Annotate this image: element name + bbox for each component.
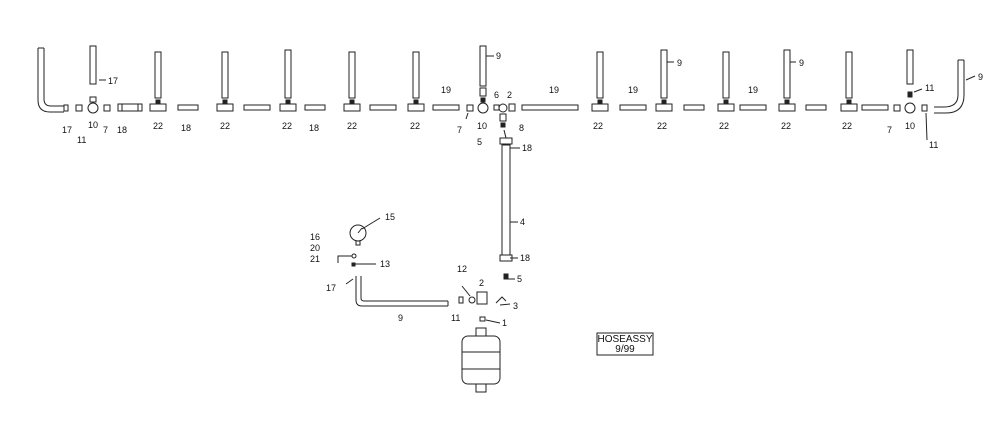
nozzle-body-group-1 xyxy=(149,51,167,112)
callout-7: 7 xyxy=(103,125,108,135)
callout-21: 21 xyxy=(310,254,320,264)
callout-9: 9 xyxy=(978,72,983,82)
callout-2: 2 xyxy=(507,90,512,100)
callout-22: 22 xyxy=(282,121,292,131)
callout-19: 19 xyxy=(748,85,758,95)
callout-19: 19 xyxy=(549,85,559,95)
pump-fittings xyxy=(458,291,507,322)
right-end-hose xyxy=(934,59,965,114)
callout-20: 20 xyxy=(310,243,320,253)
callout-22: 22 xyxy=(781,121,791,131)
nozzle-body-group-4 xyxy=(343,51,361,112)
callout-18: 18 xyxy=(117,125,127,135)
nozzle-body-group-3 xyxy=(279,49,297,112)
tank xyxy=(461,327,501,393)
callout-12: 12 xyxy=(457,264,467,274)
callout-17: 17 xyxy=(108,76,118,86)
callout-2: 2 xyxy=(479,278,484,288)
callout-7: 7 xyxy=(457,125,462,135)
nozzle-body-group-8 xyxy=(717,51,735,112)
callout-5: 5 xyxy=(477,137,482,147)
hose-segment-19-a xyxy=(432,104,460,111)
callout-11: 11 xyxy=(925,83,934,93)
stamp-line-1: HOSEASSY xyxy=(597,334,652,345)
nozzle-body-group-10 xyxy=(840,51,858,112)
callout-22: 22 xyxy=(842,121,852,131)
callout-10: 10 xyxy=(905,121,915,131)
supply-hose-9 xyxy=(355,276,449,307)
callout-1: 1 xyxy=(502,318,507,328)
callout-18: 18 xyxy=(181,123,191,133)
hose-segment-a xyxy=(243,104,271,111)
nozzle-body-group-7 xyxy=(655,49,673,112)
callout-11: 11 xyxy=(929,140,938,150)
callout-18: 18 xyxy=(522,143,532,153)
callout-16: 16 xyxy=(310,232,320,242)
stamp-line-2: 9/99 xyxy=(615,344,635,355)
callout-18: 18 xyxy=(520,253,530,263)
hose-segment-19-d xyxy=(739,104,767,111)
callout-22: 22 xyxy=(657,121,667,131)
callout-9: 9 xyxy=(677,58,682,68)
callout-5: 5 xyxy=(517,274,522,284)
hose-segment-b xyxy=(369,104,397,111)
callout-17: 17 xyxy=(62,125,72,135)
callout-9: 9 xyxy=(799,58,804,68)
pressure-gauge xyxy=(337,224,367,267)
callout-19: 19 xyxy=(441,85,451,95)
callout-19: 19 xyxy=(628,85,638,95)
center-left-fittings xyxy=(466,45,516,128)
hose-segment-19-b xyxy=(521,104,579,111)
callout-22: 22 xyxy=(153,121,163,131)
hose-segment-c xyxy=(683,104,705,111)
callout-10: 10 xyxy=(477,121,487,131)
hose-segment-18-a xyxy=(177,104,199,111)
leader-lines xyxy=(99,55,976,324)
callout-3: 3 xyxy=(513,301,518,311)
hose-segment-18-b xyxy=(304,104,326,111)
drawing-stamp: HOSEASSY 9/99 xyxy=(596,332,654,356)
callout-9: 9 xyxy=(496,51,501,61)
callout-11: 11 xyxy=(451,313,460,323)
callouts: 17 17 11 10 7 18 22 18 22 22 18 22 22 19… xyxy=(62,51,983,328)
callout-8: 8 xyxy=(519,123,524,133)
callout-22: 22 xyxy=(410,121,420,131)
callout-22: 22 xyxy=(719,121,729,131)
nozzle-body-group-6 xyxy=(591,51,609,112)
center-hose-4 xyxy=(499,137,513,280)
callout-22: 22 xyxy=(593,121,603,131)
callout-18: 18 xyxy=(309,123,319,133)
callout-4: 4 xyxy=(520,217,525,227)
nozzle-body-group-5 xyxy=(407,51,425,112)
callout-13: 13 xyxy=(380,259,390,269)
hose-segment-e xyxy=(861,104,889,111)
callout-6: 6 xyxy=(494,90,499,100)
callout-7: 7 xyxy=(887,125,892,135)
callout-17: 17 xyxy=(326,283,336,293)
drop-tube-left xyxy=(89,45,97,85)
callout-9: 9 xyxy=(398,313,403,323)
callout-11: 11 xyxy=(77,135,86,145)
nozzle-body-group-2 xyxy=(216,51,234,112)
callout-15: 15 xyxy=(385,212,395,222)
hose-segment-d xyxy=(805,104,827,111)
right-end-fittings xyxy=(893,49,928,114)
nozzle-body-group-9 xyxy=(778,49,796,112)
left-end-fittings xyxy=(63,96,143,114)
callout-10: 10 xyxy=(88,120,98,130)
callout-22: 22 xyxy=(220,121,230,131)
left-end-hose xyxy=(37,47,64,113)
hose-segment-19-c xyxy=(619,104,647,111)
callout-22: 22 xyxy=(347,121,357,131)
